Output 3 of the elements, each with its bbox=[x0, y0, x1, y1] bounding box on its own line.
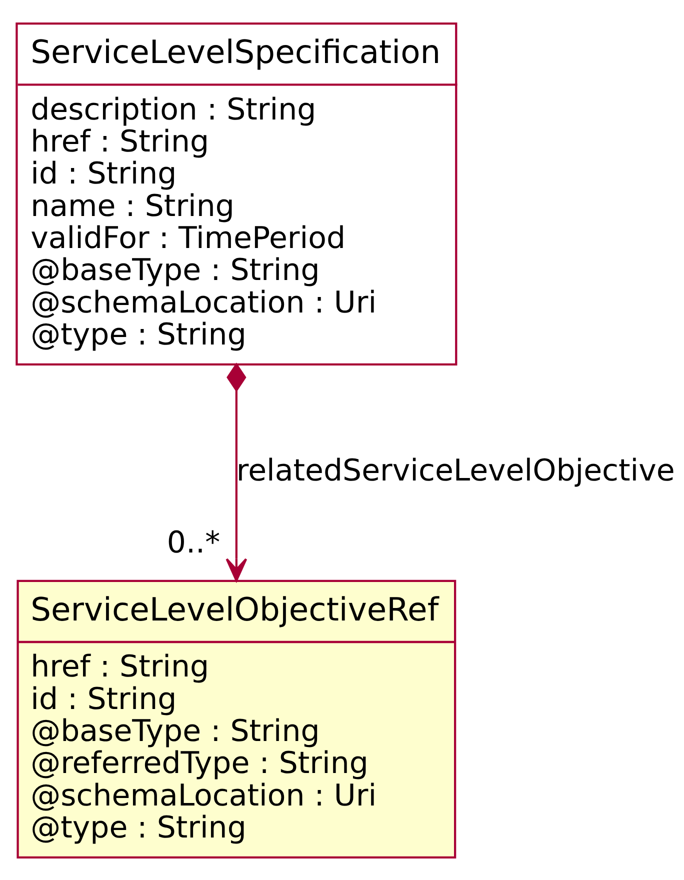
arrow bbox=[226, 362, 248, 582]
edge-label: relatedServiceLevelObjective bbox=[236, 453, 675, 488]
label: 0..* bbox=[166, 525, 220, 560]
